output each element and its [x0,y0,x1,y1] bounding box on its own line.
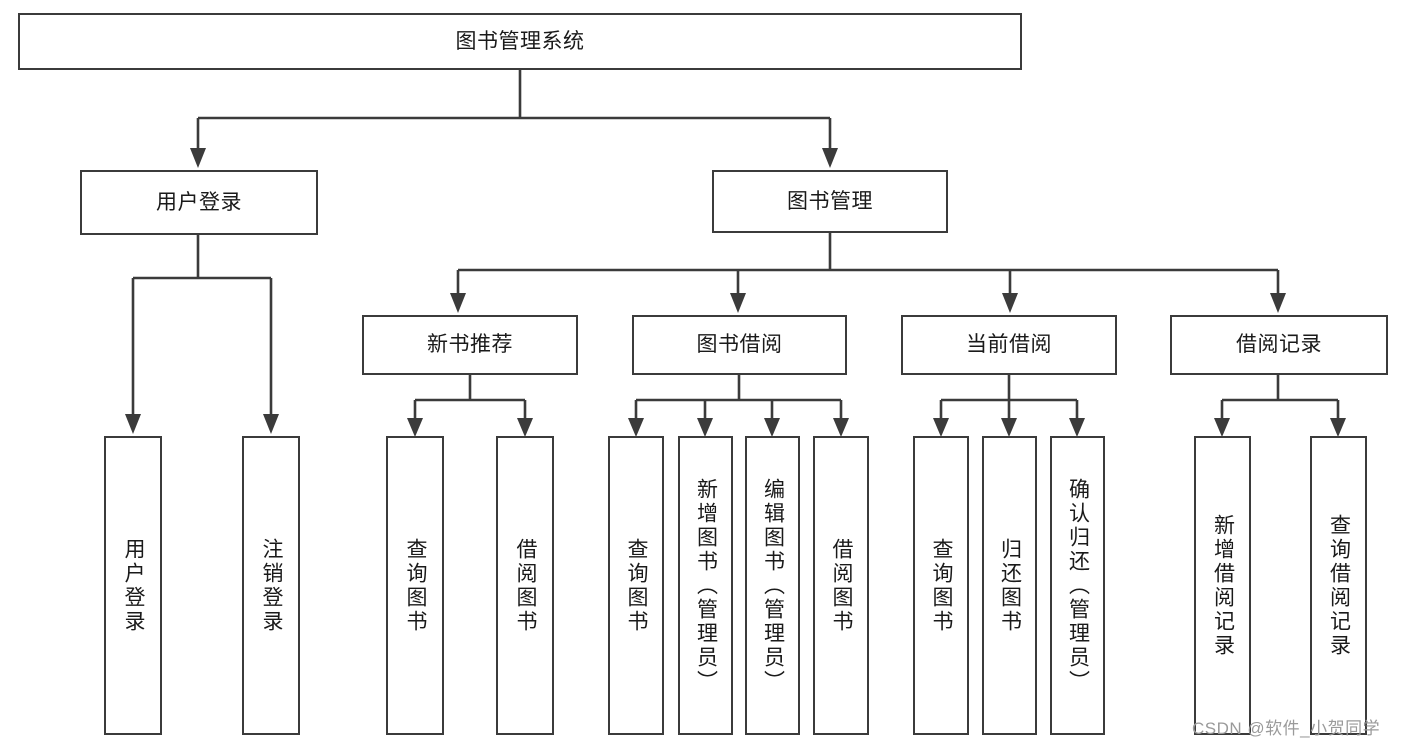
node-leaf-query-record-label: 查询借阅记录 [1327,513,1351,658]
node-leaf-user-login-label: 用户登录 [122,537,146,634]
node-leaf-user-login[interactable]: 用户登录 [104,436,162,735]
node-book-borrow[interactable]: 图书借阅 [632,315,847,375]
node-leaf-add-book-label: 新增图书（管理员） [694,477,718,694]
node-book-manage-label: 图书管理 [787,189,873,213]
node-root[interactable]: 图书管理系统 [18,13,1022,70]
node-leaf-query-book-3[interactable]: 查询图书 [913,436,969,735]
node-leaf-confirm-return-label: 确认归还（管理员） [1066,477,1090,694]
node-borrow-record[interactable]: 借阅记录 [1170,315,1388,375]
node-current-borrow[interactable]: 当前借阅 [901,315,1117,375]
node-new-book-recommend-label: 新书推荐 [427,333,513,357]
node-book-borrow-label: 图书借阅 [696,333,783,357]
node-leaf-add-record-label: 新增借阅记录 [1211,513,1235,658]
node-leaf-logout-login[interactable]: 注销登录 [242,436,300,735]
node-leaf-return-book[interactable]: 归还图书 [982,436,1037,735]
node-leaf-query-record[interactable]: 查询借阅记录 [1310,436,1367,735]
node-leaf-query-book-1[interactable]: 查询图书 [386,436,444,735]
node-leaf-edit-book[interactable]: 编辑图书（管理员） [745,436,800,735]
node-leaf-borrow-book-1-label: 借阅图书 [514,537,538,634]
node-leaf-add-book[interactable]: 新增图书（管理员） [678,436,733,735]
node-root-label: 图书管理系统 [455,29,585,53]
node-current-borrow-label: 当前借阅 [966,333,1052,357]
node-leaf-add-record[interactable]: 新增借阅记录 [1194,436,1251,735]
node-user-login[interactable]: 用户登录 [80,170,318,235]
node-leaf-borrow-book-2-label: 借阅图书 [830,537,854,634]
node-leaf-return-book-label: 归还图书 [998,537,1022,634]
node-book-manage[interactable]: 图书管理 [712,170,948,233]
node-new-book-recommend[interactable]: 新书推荐 [362,315,578,375]
node-leaf-logout-login-label: 注销登录 [260,537,284,634]
node-leaf-query-book-3-label: 查询图书 [930,537,954,634]
node-leaf-query-book-2[interactable]: 查询图书 [608,436,664,735]
node-leaf-borrow-book-1[interactable]: 借阅图书 [496,436,554,735]
node-leaf-borrow-book-2[interactable]: 借阅图书 [813,436,869,735]
watermark-text: CSDN @软件_小贺同学 [1192,719,1381,738]
node-leaf-edit-book-label: 编辑图书（管理员） [761,477,785,694]
node-borrow-record-label: 借阅记录 [1236,333,1322,357]
node-user-login-label: 用户登录 [156,190,242,214]
node-leaf-query-book-2-label: 查询图书 [625,537,649,634]
node-leaf-confirm-return[interactable]: 确认归还（管理员） [1050,436,1105,735]
node-leaf-query-book-1-label: 查询图书 [404,537,428,634]
